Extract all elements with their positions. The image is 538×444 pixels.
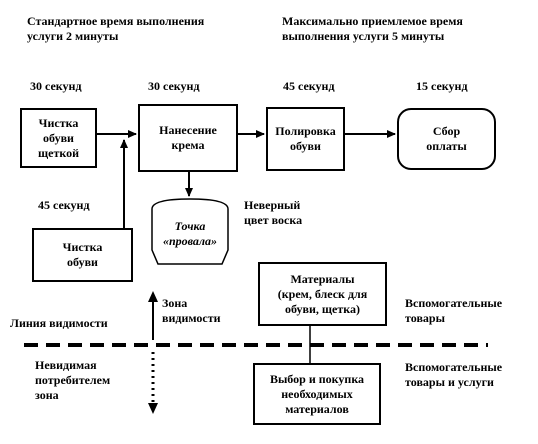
visibility-zone-label: Зона видимости	[162, 296, 221, 325]
max-time-text: Максимально приемлемое время выполнения …	[282, 14, 463, 43]
step-applying-cream-label: Нанесение крема	[159, 123, 217, 152]
timing-brush: 30 секунд	[30, 79, 82, 93]
materials-box: Материалы (крем, блеск для обуви, щетка)	[258, 262, 387, 326]
step-payment: Сбор оплаты	[397, 108, 496, 170]
visibility-line-label: Линия видимости	[10, 316, 108, 330]
step-cleaning-label: Чистка обуви	[62, 240, 103, 269]
aux-goods-services-label: Вспомогательные товары и услуги	[405, 360, 503, 389]
failure-note: Неверный цвет воска	[244, 198, 303, 227]
step-polishing: Полировка обуви	[266, 107, 345, 171]
materials-selection-box: Выбор и покупка необходимых материалов	[253, 363, 381, 425]
step-payment-label: Сбор оплаты	[426, 124, 467, 153]
step-cleaning: Чистка обуви	[32, 228, 133, 282]
step-applying-cream: Нанесение крема	[138, 104, 238, 172]
timing-polish: 45 секунд	[283, 79, 335, 93]
step-brush-cleaning-label: Чистка обуви щеткой	[37, 115, 80, 160]
materials-selection-label: Выбор и покупка необходимых материалов	[269, 371, 365, 416]
step-polishing-label: Полировка обуви	[275, 124, 336, 153]
timing-cleaning: 45 секунд	[38, 198, 90, 212]
standard-time-text: Стандартное время выполнения услуги 2 ми…	[27, 14, 205, 43]
timing-cream: 30 секунд	[148, 79, 200, 93]
aux-goods-label: Вспомогательные товары	[405, 296, 503, 325]
failure-point-label: Точка «провала»	[162, 219, 218, 248]
invisible-zone-label: Невидимая потребителем зона	[35, 358, 111, 402]
materials-label: Материалы (крем, блеск для обуви, щетка)	[277, 271, 368, 316]
step-brush-cleaning: Чистка обуви щеткой	[20, 108, 97, 168]
failure-point-shape	[151, 198, 229, 265]
timing-payment: 15 секунд	[416, 79, 468, 93]
